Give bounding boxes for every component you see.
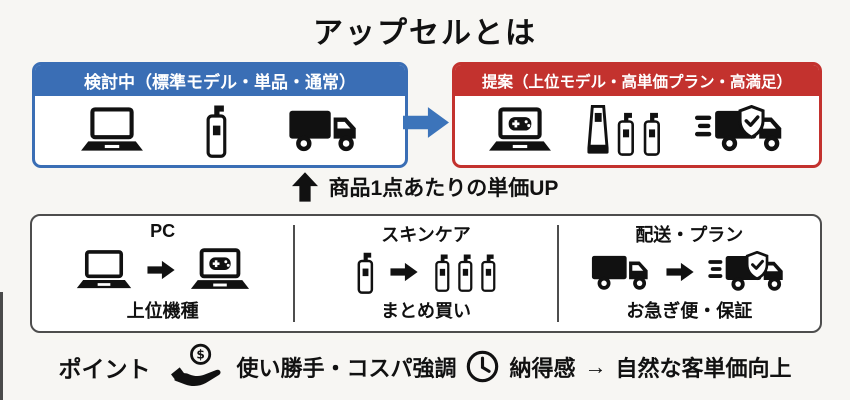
column-divider [293, 225, 296, 322]
unit-price-note: 商品1点あたりの単価UP [0, 172, 850, 202]
up-arrow-icon [292, 172, 318, 202]
truck-icon [287, 105, 361, 155]
lotion-bottles-icon [432, 250, 498, 294]
right-arrow-icon [390, 262, 418, 282]
clock-icon [465, 349, 500, 384]
example-icons [354, 249, 498, 295]
after-box: 提案（上位モデル・高単価プラン・高満足） [452, 62, 822, 168]
points-row: ポイント 使い勝手・コスパ強調 納得感 → 自然な客単価向上 [0, 343, 850, 390]
example-caption: お急ぎ便・保証 [626, 301, 753, 321]
before-box: 検討中（標準モデル・単品・通常） [32, 62, 408, 168]
points-arrow: → [584, 353, 607, 379]
example-icons [590, 251, 788, 294]
right-arrow-icon [666, 262, 694, 282]
before-box-header: 検討中（標準モデル・単品・通常） [35, 65, 405, 96]
column-divider [556, 225, 559, 322]
hand-coin-icon [169, 343, 227, 390]
example-title: 配送・プラン [635, 225, 744, 245]
example-caption: まとめ買い [380, 301, 471, 321]
lotion-bottle-icon [354, 249, 376, 295]
example-skincare: スキンケア まとめ買い [295, 216, 556, 331]
right-arrow-icon [147, 260, 175, 280]
gaming-laptop-icon [487, 106, 553, 154]
points-result: 自然な客単価向上 [615, 355, 792, 381]
truck-icon [590, 251, 652, 293]
laptop-icon [75, 249, 133, 291]
points-item1: 使い勝手・コスパ強調 [236, 355, 457, 381]
example-icons [75, 247, 251, 292]
after-box-body [455, 96, 819, 165]
gaming-laptop-icon [189, 247, 251, 292]
right-arrow-icon [403, 104, 449, 141]
after-box-header: 提案（上位モデル・高単価プラン・高満足） [455, 65, 819, 96]
page-title: アップセルとは [313, 17, 537, 50]
left-edge-line [0, 292, 3, 400]
example-pc: PC 上位機種 [32, 216, 293, 331]
points-item2: 納得感 [509, 355, 576, 381]
lotion-bottle-icon [202, 101, 230, 159]
laptop-icon [79, 106, 145, 154]
example-caption: 上位機種 [126, 301, 199, 321]
express-truck-icon [695, 105, 787, 155]
examples-box: PC 上位機種 スキンケア まとめ買い 配送 [30, 214, 822, 333]
example-title: スキンケア [381, 225, 471, 245]
before-box-body [35, 96, 405, 165]
example-title: PC [150, 221, 176, 241]
example-delivery: 配送・プラン お急ぎ便・保証 [559, 216, 820, 331]
skincare-set-icon [585, 102, 663, 158]
points-label: ポイント [58, 355, 151, 382]
express-truck-icon [708, 251, 788, 294]
unit-price-text: 商品1点あたりの単価UP [328, 177, 559, 200]
